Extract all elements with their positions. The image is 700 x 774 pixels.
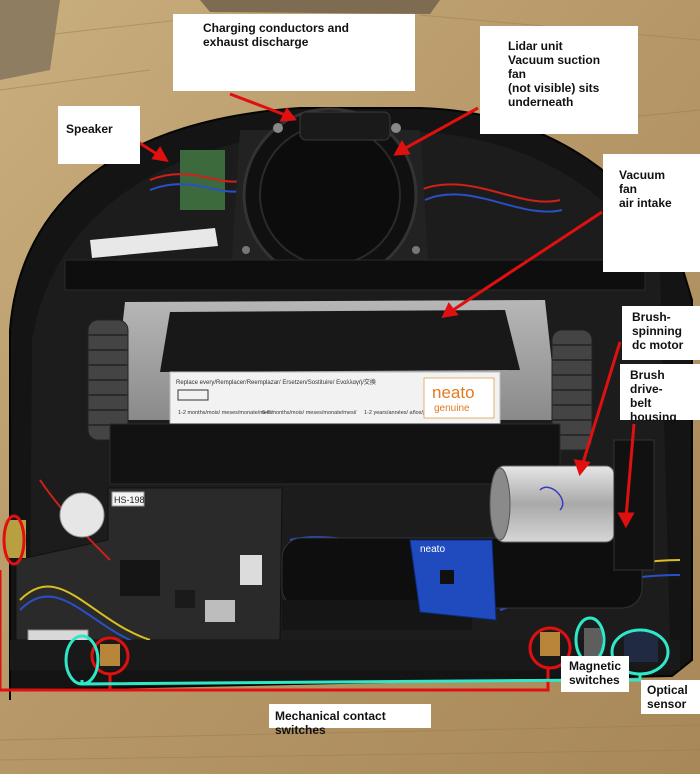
label-vacuum-intake: Vacuum fan air intake: [603, 154, 700, 272]
label-magnetic-switches: Magnetic switches: [561, 656, 629, 692]
cardboard-scrap: [0, 0, 60, 80]
left-wheel: [87, 319, 129, 441]
cardboard-scrap-2: [200, 0, 440, 14]
replacement-label: Replace every/Remplacer/Reemplazar/ Erse…: [169, 371, 501, 425]
blue-pcb: neato: [409, 539, 497, 621]
label-speaker: Speaker: [58, 106, 140, 164]
switch-callouts: [0, 514, 670, 692]
label-charging-conductors: Charging conductors and exhaust discharg…: [173, 14, 415, 91]
contact-switch-left: [100, 644, 120, 666]
lidar-unit: [230, 107, 430, 290]
neato-genuine: genuine: [434, 403, 470, 414]
neato-logo: neato: [432, 383, 475, 402]
right-wheel: [551, 329, 593, 451]
mid-tray: [109, 423, 561, 485]
contact-switch-right: [540, 632, 560, 656]
annotation-arrows: [137, 92, 636, 529]
top-rail: [64, 259, 646, 291]
label-optical-sensor: Optical sensor: [641, 680, 700, 714]
magnetic-switch: [584, 628, 602, 658]
label-brush-motor: Brush- spinning dc motor: [622, 306, 700, 360]
belt-housing: [613, 439, 655, 571]
optical-sensor: [624, 632, 658, 662]
left-side-part: [4, 520, 26, 558]
label-belt-housing: Brush drive- belt housing: [620, 364, 700, 424]
label-col2: 6-8 months/mois/ meses/monate/mesi/: [262, 410, 357, 416]
label-col1: 1-2 months/mois/ meses/monate/mesi/: [178, 410, 273, 416]
left-fan: [59, 492, 105, 538]
label-lidar-unit: Lidar unit Vacuum suction fan (not visib…: [480, 26, 638, 134]
label-col3: 1-2 years/années/ años/jahre/anni/: [364, 410, 449, 416]
brush-motor: [489, 465, 615, 543]
label-mechanical-switches: Mechanical contact switches: [269, 704, 431, 737]
pcb-sticker: HS-198: [114, 495, 145, 505]
replace-text: Replace every/Remplacer/Reemplazar/ Erse…: [176, 378, 376, 386]
blue-pcb-brand: neato: [420, 544, 445, 555]
ribbon-cable: [90, 228, 218, 258]
